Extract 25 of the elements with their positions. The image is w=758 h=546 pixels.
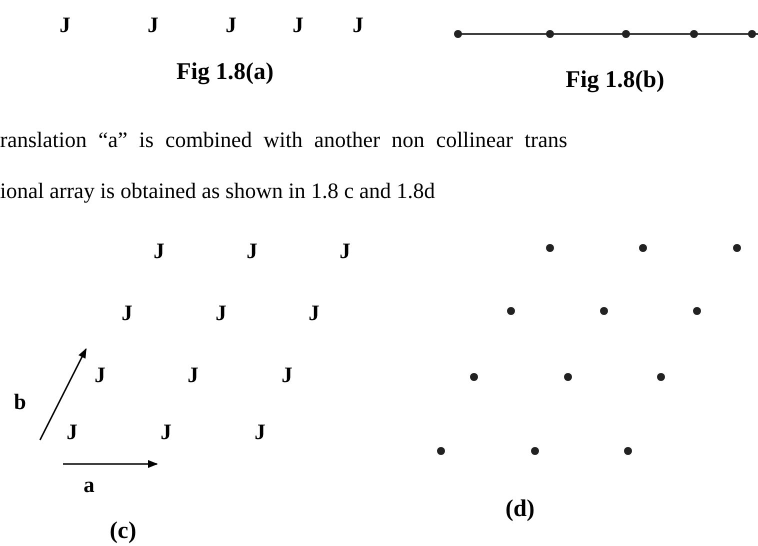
letter-j: J	[188, 364, 198, 386]
letter-j: J	[352, 14, 364, 36]
letter-j: J	[60, 14, 70, 36]
letter-j: J	[246, 240, 258, 262]
body-text: ranslation “a” is combined with another non collinear trans	[0, 129, 568, 151]
letter-j: J	[216, 302, 226, 324]
letter-j: J	[254, 421, 266, 443]
letter-j: J	[148, 14, 158, 36]
letter-j: J	[340, 240, 350, 262]
vector-label: b	[14, 391, 26, 413]
figure-caption: (d)	[505, 497, 535, 521]
letter-j: J	[292, 14, 304, 36]
letter-j: J	[282, 364, 292, 386]
letter-j: J	[160, 421, 172, 443]
body-text: ional array is obtained as shown in 1.8 c and 1.8d	[0, 180, 436, 202]
figure-caption: Fig 1.8(b)	[566, 68, 664, 92]
figure-caption: Fig 1.8(a)	[176, 60, 274, 84]
letter-j: J	[308, 302, 320, 324]
letter-j: J	[122, 302, 132, 324]
letter-j: J	[226, 14, 236, 36]
letter-j: J	[94, 364, 106, 386]
vector-label: a	[84, 474, 94, 496]
letter-j: J	[154, 240, 164, 262]
figure-caption: (c)	[110, 519, 136, 543]
letter-j: J	[66, 421, 78, 443]
